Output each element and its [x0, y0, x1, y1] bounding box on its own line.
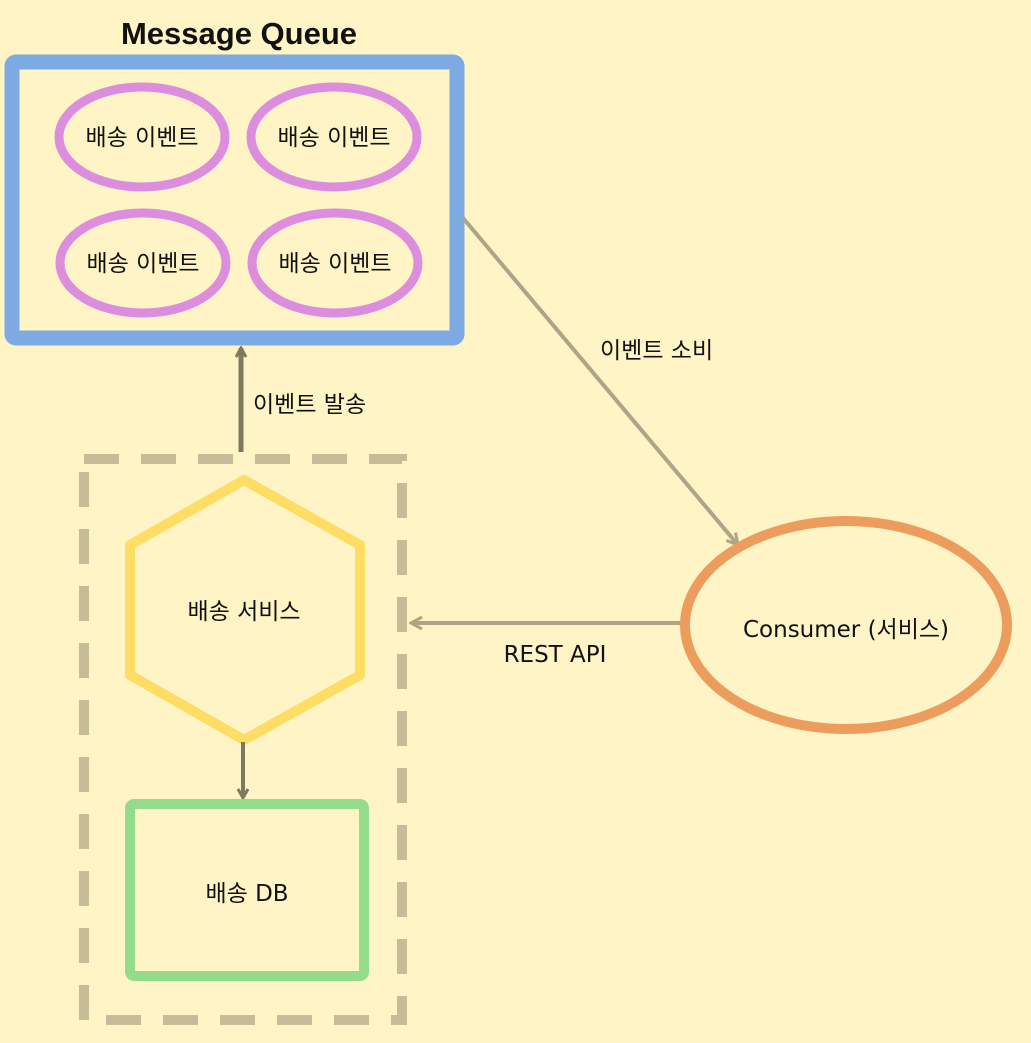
consumer-label: Consumer (서비스): [743, 617, 949, 643]
queue-event-3: 배송 이벤트: [55, 208, 231, 318]
delivery-service-node: 배송 서비스: [125, 475, 365, 745]
publish-label: 이벤트 발송: [253, 392, 366, 418]
delivery-db-label: 배송 DB: [205, 881, 288, 907]
queue-event-label: 배송 이벤트: [85, 125, 198, 151]
message-queue-box: [4, 54, 465, 346]
queue-event-2: 배송 이벤트: [246, 82, 422, 192]
queue-event-4: 배송 이벤트: [247, 208, 423, 318]
delivery-db-node: 배송 DB: [125, 799, 369, 981]
service-group-boundary: [79, 454, 407, 1025]
queue-event-1: 배송 이벤트: [54, 82, 230, 192]
consumer-node: Consumer (서비스): [680, 516, 1012, 734]
queue-event-label: 배송 이벤트: [277, 125, 390, 151]
consume-label: 이벤트 소비: [600, 338, 713, 364]
message-queue-title: Message Queue: [121, 16, 357, 51]
consume-arrow: [461, 216, 738, 545]
queue-event-label: 배송 이벤트: [86, 251, 199, 277]
queue-event-label: 배송 이벤트: [278, 251, 391, 277]
rest-api-label: REST API: [504, 642, 607, 668]
delivery-service-label: 배송 서비스: [187, 599, 300, 625]
